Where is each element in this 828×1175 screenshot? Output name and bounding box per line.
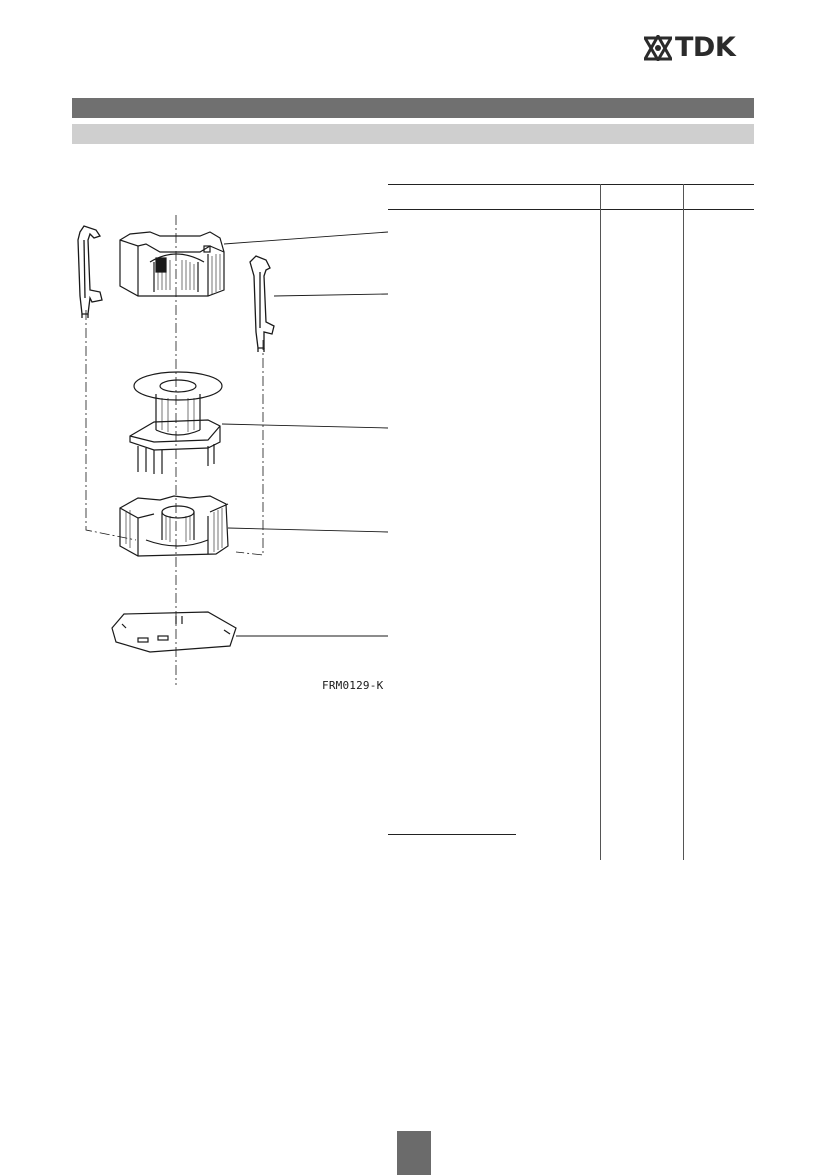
subsection-title-bar — [72, 124, 754, 144]
exploded-assembly-drawing — [58, 210, 390, 700]
logo-text: TDK — [675, 32, 736, 63]
figure-label: FRM0129-K — [322, 679, 384, 692]
table-header-rule — [388, 209, 754, 210]
core-half-top — [119, 231, 225, 297]
clamp-right — [249, 255, 275, 352]
tdk-triangle-logo-icon — [644, 35, 672, 61]
table-footnote-rule — [388, 834, 516, 835]
page-number-tab — [397, 1131, 431, 1175]
table-column-divider — [600, 184, 601, 860]
core-half-bottom — [119, 495, 229, 557]
section-title-bar — [72, 98, 754, 118]
parts-table — [388, 184, 754, 860]
table-column-divider — [683, 184, 684, 860]
insulating-washer — [111, 611, 237, 653]
clamp-left — [77, 225, 103, 318]
coil-former — [129, 371, 223, 474]
table-top-rule — [388, 184, 754, 185]
tdk-logo: TDK — [644, 34, 756, 62]
